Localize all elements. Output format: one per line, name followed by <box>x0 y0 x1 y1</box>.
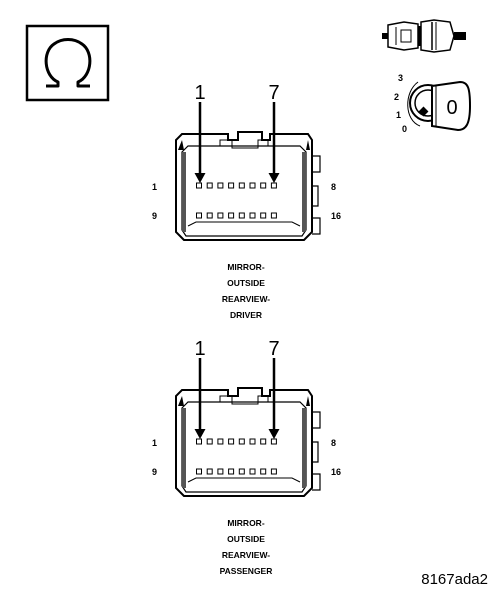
svg-text:PASSENGER: PASSENGER <box>220 566 273 576</box>
pin-label-bottom-left: 9 <box>152 467 157 477</box>
svg-text:MIRROR-: MIRROR- <box>227 518 264 528</box>
svg-text:REARVIEW-: REARVIEW- <box>222 550 270 560</box>
pin-row-bottom <box>187 468 301 483</box>
arrow-pin-7 <box>268 358 280 439</box>
key-position-0: 0 <box>402 124 407 134</box>
pin-row-top <box>196 438 277 445</box>
ohm-icon <box>44 38 92 88</box>
pin-label-bottom-left: 9 <box>152 211 157 221</box>
arrow-label-1: 1 <box>194 338 205 360</box>
pin-label-top-right: 8 <box>331 438 336 448</box>
connector-body <box>175 131 321 241</box>
arrow-pin-7 <box>268 102 280 183</box>
ignition-key-icon: 3 2 1 0 0 <box>394 73 472 134</box>
svg-text:REARVIEW-: REARVIEW- <box>222 294 270 304</box>
pin-label-top-left: 1 <box>152 182 157 192</box>
connector-passenger: 1 7 1 8 9 16 MIRROR- OUTSIDE REARVIEW- P… <box>152 338 341 576</box>
connector-body <box>175 387 321 497</box>
pin-label-bottom-right: 16 <box>331 467 341 477</box>
pin-label-bottom-right: 16 <box>331 211 341 221</box>
key-position-3: 3 <box>398 73 403 83</box>
arrow-label-7: 7 <box>268 338 279 360</box>
connector-caption: MIRROR- OUTSIDE REARVIEW- DRIVER <box>222 262 270 320</box>
key-label: 0 <box>446 97 457 119</box>
connector-driver: 1 7 1 8 9 16 MIRROR- OUTSIDE REARVIEW- D… <box>152 82 341 320</box>
connector-caption: MIRROR- OUTSIDE REARVIEW- PASSENGER <box>220 518 273 576</box>
pin-label-top-right: 8 <box>331 182 336 192</box>
svg-text:OUTSIDE: OUTSIDE <box>227 534 265 544</box>
ohm-symbol-box <box>25 24 110 102</box>
pin-row-bottom <box>187 212 301 227</box>
arrow-pin-1 <box>194 102 206 183</box>
svg-text:MIRROR-: MIRROR- <box>227 262 264 272</box>
svg-text:OUTSIDE: OUTSIDE <box>227 278 265 288</box>
arrow-label-7: 7 <box>268 82 279 104</box>
connector-plug-icon <box>382 19 466 53</box>
key-position-2: 2 <box>394 92 399 102</box>
figure-id: 8167ada2 <box>421 571 488 588</box>
key-position-1: 1 <box>396 110 401 120</box>
svg-text:DRIVER: DRIVER <box>230 310 262 320</box>
pin-label-top-left: 1 <box>152 438 157 448</box>
arrow-label-1: 1 <box>194 82 205 104</box>
pin-row-top <box>196 182 277 189</box>
arrow-pin-1 <box>194 358 206 439</box>
